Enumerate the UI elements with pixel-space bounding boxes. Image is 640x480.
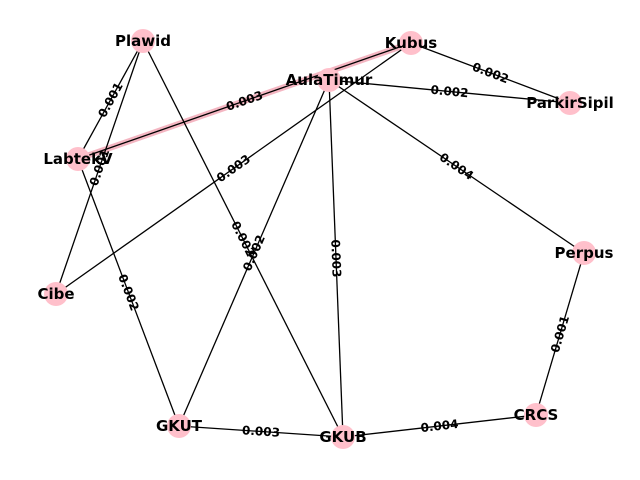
edge-label-LabtekV-GKUT: 0.002 [115, 272, 142, 312]
node-label-Kubus: Kubus [385, 34, 437, 52]
node-circle-LabtekV[interactable] [66, 147, 90, 171]
edge-label-Kubus-Cibe: 0.003 [214, 152, 253, 185]
edge-label-Kubus-LabtekV: 0.003 [224, 88, 264, 114]
edge-AulaTimur-GKUB [328, 79, 344, 438]
edge-Plawid-LabtekV [77, 40, 144, 160]
node-Kubus[interactable]: Kubus [385, 31, 437, 55]
node-circle-CRCS[interactable] [524, 403, 548, 427]
edge-label-layer: 0.0030.0010.0010.0020.0020.0030.0020.004… [87, 60, 572, 440]
node-AulaTimur[interactable]: AulaTimur [286, 68, 373, 92]
node-label-Cibe: Cibe [37, 285, 74, 303]
node-CRCS[interactable]: CRCS [514, 403, 559, 427]
node-circle-ParkirSipil[interactable] [558, 91, 582, 115]
edge-Plawid-GKUB [142, 40, 344, 438]
edge-label-AulaTimur-GKUB: 0.003 [328, 239, 343, 277]
edge-Kubus-ParkirSipil [410, 42, 571, 104]
node-circle-Cibe[interactable] [44, 282, 68, 306]
node-label-CRCS: CRCS [514, 406, 559, 424]
node-label-Plawid: Plawid [115, 32, 171, 50]
node-label-AulaTimur: AulaTimur [286, 71, 373, 89]
edge-Kubus-LabtekV [77, 42, 412, 160]
edge-GKUT-GKUB [178, 425, 344, 438]
node-GKUT[interactable]: GKUT [156, 414, 203, 438]
node-circle-Perpus[interactable] [572, 241, 596, 265]
node-label-ParkirSipil: ParkirSipil [526, 94, 614, 112]
node-label-Perpus: Perpus [555, 244, 614, 262]
edge-AulaTimur-ParkirSipil [328, 79, 571, 104]
node-circle-Plawid[interactable] [131, 29, 155, 53]
node-label-GKUT: GKUT [156, 417, 203, 435]
edge-Kubus-Cibe [55, 42, 412, 295]
node-label-GKUB: GKUB [319, 428, 366, 446]
edge-label-GKUB-CRCS: 0.004 [420, 417, 459, 435]
edge-GKUB-CRCS [342, 414, 537, 438]
edge-label-Kubus-ParkirSipil: 0.002 [470, 60, 510, 87]
edge-label-GKUT-GKUB: 0.003 [242, 423, 281, 440]
edge-label-AulaTimur-ParkirSipil: 0.002 [430, 83, 469, 101]
node-circle-GKUB[interactable] [331, 425, 355, 449]
node-ParkirSipil[interactable]: ParkirSipil [526, 91, 614, 115]
node-LabtekV[interactable]: LabtekV [43, 147, 113, 171]
node-circle-AulaTimur[interactable] [317, 68, 341, 92]
edge-AulaTimur-GKUT [178, 79, 330, 427]
node-Plawid[interactable]: Plawid [115, 29, 171, 53]
edge-label-Perpus-CRCS: 0.001 [548, 314, 572, 354]
edge-AulaTimur-Perpus [328, 79, 585, 254]
edge-Plawid-Cibe [55, 40, 144, 295]
node-GKUB[interactable]: GKUB [319, 425, 367, 449]
edge-Perpus-CRCS [535, 252, 585, 416]
edge-label-AulaTimur-Perpus: 0.004 [437, 150, 476, 183]
edge-layer [55, 40, 585, 438]
node-label-LabtekV: LabtekV [43, 150, 113, 168]
node-circle-Kubus[interactable] [399, 31, 423, 55]
edge-LabtekV-GKUT [77, 158, 180, 427]
node-Cibe[interactable]: Cibe [37, 282, 75, 306]
node-Perpus[interactable]: Perpus [555, 241, 614, 265]
edge-label-Plawid-LabtekV: 0.001 [95, 80, 126, 120]
node-circle-GKUT[interactable] [167, 414, 191, 438]
